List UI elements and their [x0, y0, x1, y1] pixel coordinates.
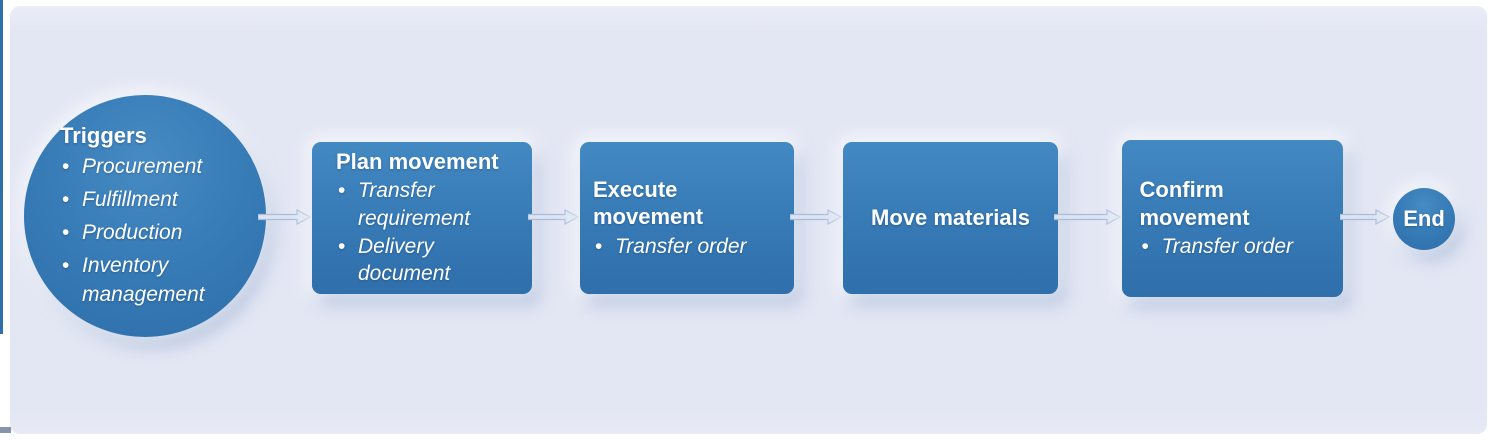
node-title: Execute movement	[593, 176, 704, 230]
node-plan-movement: Plan movement Transfer requirement Deliv…	[312, 142, 532, 294]
flow-arrow-2	[528, 207, 580, 227]
node-title: Triggers	[60, 122, 147, 148]
node-content: Confirm movement Transfer order	[1140, 176, 1326, 261]
node-content: Execute movement Transfer order	[593, 176, 781, 261]
node-title: Confirm movement	[1139, 177, 1250, 230]
node-title: End	[1403, 206, 1445, 231]
bullet-item: Delivery document	[336, 233, 508, 288]
node-triggers: Triggers Procurement Fulfillment Product…	[24, 95, 266, 337]
bullet-item: Production	[60, 218, 230, 248]
bullet-list: Transfer requirement Delivery document	[336, 177, 508, 288]
bullet-list: Procurement Fulfillment Production Inven…	[60, 152, 230, 310]
bullet-list: Transfer order	[593, 233, 781, 261]
bullet-item: Procurement	[60, 152, 230, 182]
bullet-item: Transfer order	[593, 233, 781, 261]
flow-arrow-1	[258, 207, 312, 227]
node-execute-movement: Execute movement Transfer order	[580, 142, 794, 294]
node-move-materials: Move materials	[843, 142, 1058, 294]
node-end: End	[1393, 188, 1455, 250]
bullet-item: Inventory management	[60, 251, 230, 311]
node-content: Move materials	[871, 204, 1030, 232]
node-content: Triggers Procurement Fulfillment Product…	[60, 122, 230, 311]
page-edge-artifact-dot	[0, 427, 11, 433]
bullet-item: Fulfillment	[60, 185, 230, 215]
node-confirm-movement: Confirm movement Transfer order	[1122, 140, 1343, 297]
bullet-item: Transfer order	[1140, 233, 1326, 261]
bullet-item: Transfer requirement	[336, 177, 508, 232]
flow-arrow-3	[790, 207, 843, 227]
node-title: Plan movement	[336, 148, 499, 174]
node-content: Plan movement Transfer requirement Deliv…	[336, 148, 508, 288]
flow-arrow-5	[1340, 207, 1391, 227]
flow-arrow-4	[1054, 207, 1122, 227]
bullet-list: Transfer order	[1140, 233, 1326, 261]
node-title: Move materials	[871, 205, 1030, 231]
page-edge-artifact-line	[0, 0, 3, 334]
